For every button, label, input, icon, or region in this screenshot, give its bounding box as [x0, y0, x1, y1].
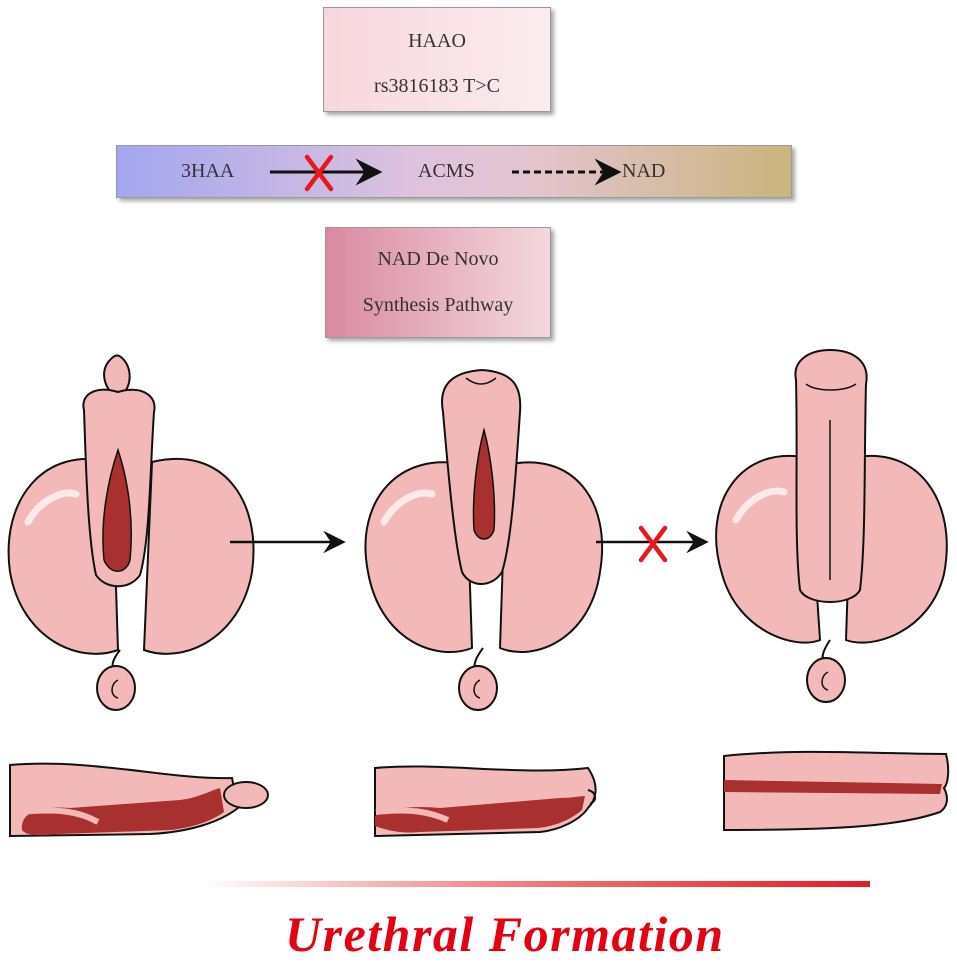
- block-x-icon: [304, 154, 334, 192]
- gene-name: HAAO: [408, 30, 466, 52]
- pathway-bar: 3HAA ACMS NAD: [116, 145, 792, 198]
- stage-1-scrotal-detail: [96, 665, 136, 711]
- stage-3-genital: [715, 348, 948, 665]
- caption-title: Urethral Formation: [285, 906, 725, 962]
- stage-1-section: [9, 762, 269, 838]
- product-label: NAD: [622, 160, 666, 182]
- stage-3-section: [723, 750, 950, 832]
- stage-2-section: [374, 765, 597, 838]
- intermediate-label: ACMS: [418, 160, 475, 182]
- stage-1-genital: [7, 354, 255, 673]
- caption-underline-bar: [202, 881, 870, 887]
- pathway-name-line2: Synthesis Pathway: [362, 294, 514, 316]
- gene-box: HAAO rs3816183 T>C: [323, 7, 551, 112]
- stage-2-scrotal-detail: [458, 665, 498, 711]
- variant-label: rs3816183 T>C: [374, 75, 500, 97]
- pathway-name-line1: NAD De Novo: [377, 248, 499, 270]
- stage-2-genital: [364, 368, 604, 673]
- substrate-label: 3HAA: [181, 160, 235, 182]
- stage-3-scrotal-detail: [806, 657, 846, 703]
- pathway-name-box: NAD De Novo Synthesis Pathway: [325, 227, 551, 338]
- block-x-icon: [638, 525, 668, 563]
